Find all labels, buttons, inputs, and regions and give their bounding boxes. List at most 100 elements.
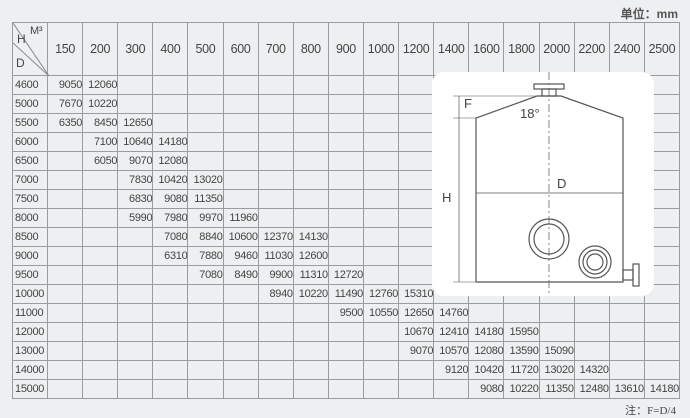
- height-cell: [292, 151, 329, 171]
- height-cell: 15310: [398, 284, 435, 304]
- column-header: 700: [257, 22, 294, 76]
- column-header: 2500: [643, 22, 681, 76]
- height-cell: 7880: [187, 246, 224, 266]
- height-cell: [608, 322, 645, 342]
- height-cell: [398, 246, 435, 266]
- height-cell: [643, 303, 681, 323]
- height-cell: [327, 246, 364, 266]
- height-cell: [503, 303, 540, 323]
- height-cell: [46, 265, 84, 285]
- height-cell: [327, 113, 364, 133]
- height-cell: [292, 75, 329, 95]
- height-cell: [608, 303, 645, 323]
- height-cell: 12480: [573, 379, 610, 399]
- row-header-diameter: 6500: [12, 151, 48, 171]
- height-cell: [362, 151, 400, 171]
- height-cell: [46, 151, 84, 171]
- column-header: 1000: [362, 22, 400, 76]
- height-cell: 7080: [152, 227, 189, 247]
- height-cell: 12650: [398, 303, 435, 323]
- height-cell: [152, 303, 189, 323]
- height-cell: [187, 341, 224, 361]
- height-cell: [46, 170, 84, 190]
- height-cell: [327, 75, 364, 95]
- height-cell: [608, 360, 645, 380]
- height-cell: 9900: [257, 265, 294, 285]
- height-cell: [117, 227, 154, 247]
- column-header: 300: [117, 22, 154, 76]
- height-cell: 12060: [82, 75, 119, 95]
- height-cell: [257, 189, 294, 209]
- height-cell: [222, 94, 259, 114]
- height-cell: 13610: [608, 379, 645, 399]
- height-cell: [82, 322, 119, 342]
- height-cell: 8490: [222, 265, 259, 285]
- height-cell: 10640: [117, 132, 154, 152]
- height-cell: [222, 75, 259, 95]
- height-cell: [152, 284, 189, 304]
- height-cell: [187, 113, 224, 133]
- height-cell: [187, 75, 224, 95]
- height-cell: [222, 322, 259, 342]
- column-header: 1400: [433, 22, 470, 76]
- height-cell: [257, 113, 294, 133]
- height-cell: [362, 246, 400, 266]
- column-header: 1200: [398, 22, 435, 76]
- height-cell: [327, 189, 364, 209]
- height-cell: 12650: [117, 113, 154, 133]
- height-cell: [222, 284, 259, 304]
- height-cell: 10600: [222, 227, 259, 247]
- height-cell: [608, 341, 645, 361]
- height-cell: [362, 227, 400, 247]
- height-cell: [117, 322, 154, 342]
- height-cell: [257, 75, 294, 95]
- height-cell: 15090: [538, 341, 575, 361]
- height-cell: [433, 379, 470, 399]
- height-cell: [222, 379, 259, 399]
- column-header: 2200: [573, 22, 610, 76]
- height-cell: [292, 208, 329, 228]
- height-cell: [398, 151, 435, 171]
- angle-label: 18°: [520, 106, 540, 121]
- height-cell: [46, 379, 84, 399]
- height-cell: [398, 208, 435, 228]
- height-cell: [257, 151, 294, 171]
- corner-m: M³: [30, 25, 43, 37]
- height-cell: [82, 360, 119, 380]
- height-cell: [398, 379, 435, 399]
- tank-diagram: F 18° D H: [432, 72, 654, 296]
- height-cell: 10420: [152, 170, 189, 190]
- height-cell: 11490: [327, 284, 364, 304]
- height-cell: 12370: [257, 227, 294, 247]
- height-cell: 12080: [468, 341, 505, 361]
- row-header-diameter: 5500: [12, 113, 48, 133]
- height-cell: [222, 170, 259, 190]
- height-cell: [292, 303, 329, 323]
- height-cell: 14180: [643, 379, 681, 399]
- height-cell: 9070: [398, 341, 435, 361]
- height-cell: [257, 379, 294, 399]
- height-cell: [538, 322, 575, 342]
- height-cell: [46, 246, 84, 266]
- height-cell: [327, 208, 364, 228]
- height-cell: [398, 265, 435, 285]
- corner-header: H M³ D: [12, 22, 49, 76]
- height-cell: 10670: [398, 322, 435, 342]
- height-cell: 6350: [46, 113, 84, 133]
- height-cell: [257, 360, 294, 380]
- height-cell: [152, 75, 189, 95]
- row-header-diameter: 8000: [12, 208, 48, 228]
- column-header: 2400: [608, 22, 645, 76]
- height-cell: [46, 341, 84, 361]
- height-cell: [257, 322, 294, 342]
- height-cell: 12410: [433, 322, 470, 342]
- row-header-diameter: 5000: [12, 94, 48, 114]
- height-cell: [292, 132, 329, 152]
- height-cell: [362, 170, 400, 190]
- unit-label: 单位：mm: [620, 7, 678, 21]
